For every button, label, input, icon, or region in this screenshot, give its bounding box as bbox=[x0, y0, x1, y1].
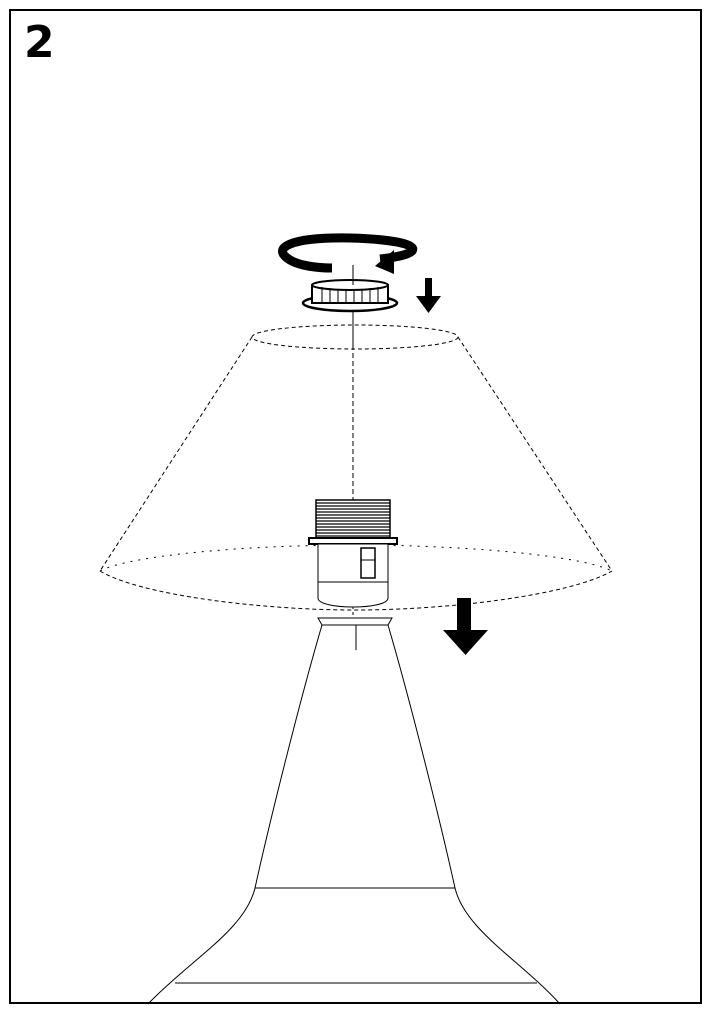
shade-collar-ring bbox=[301, 279, 399, 313]
step-number: 2 bbox=[24, 17, 55, 68]
down-arrow-icon bbox=[443, 598, 488, 655]
rotate-counterclockwise-arrow-icon bbox=[278, 233, 418, 274]
lamp-socket bbox=[308, 499, 398, 608]
lamp-base bbox=[147, 617, 561, 1005]
down-arrow-icon bbox=[416, 278, 441, 313]
